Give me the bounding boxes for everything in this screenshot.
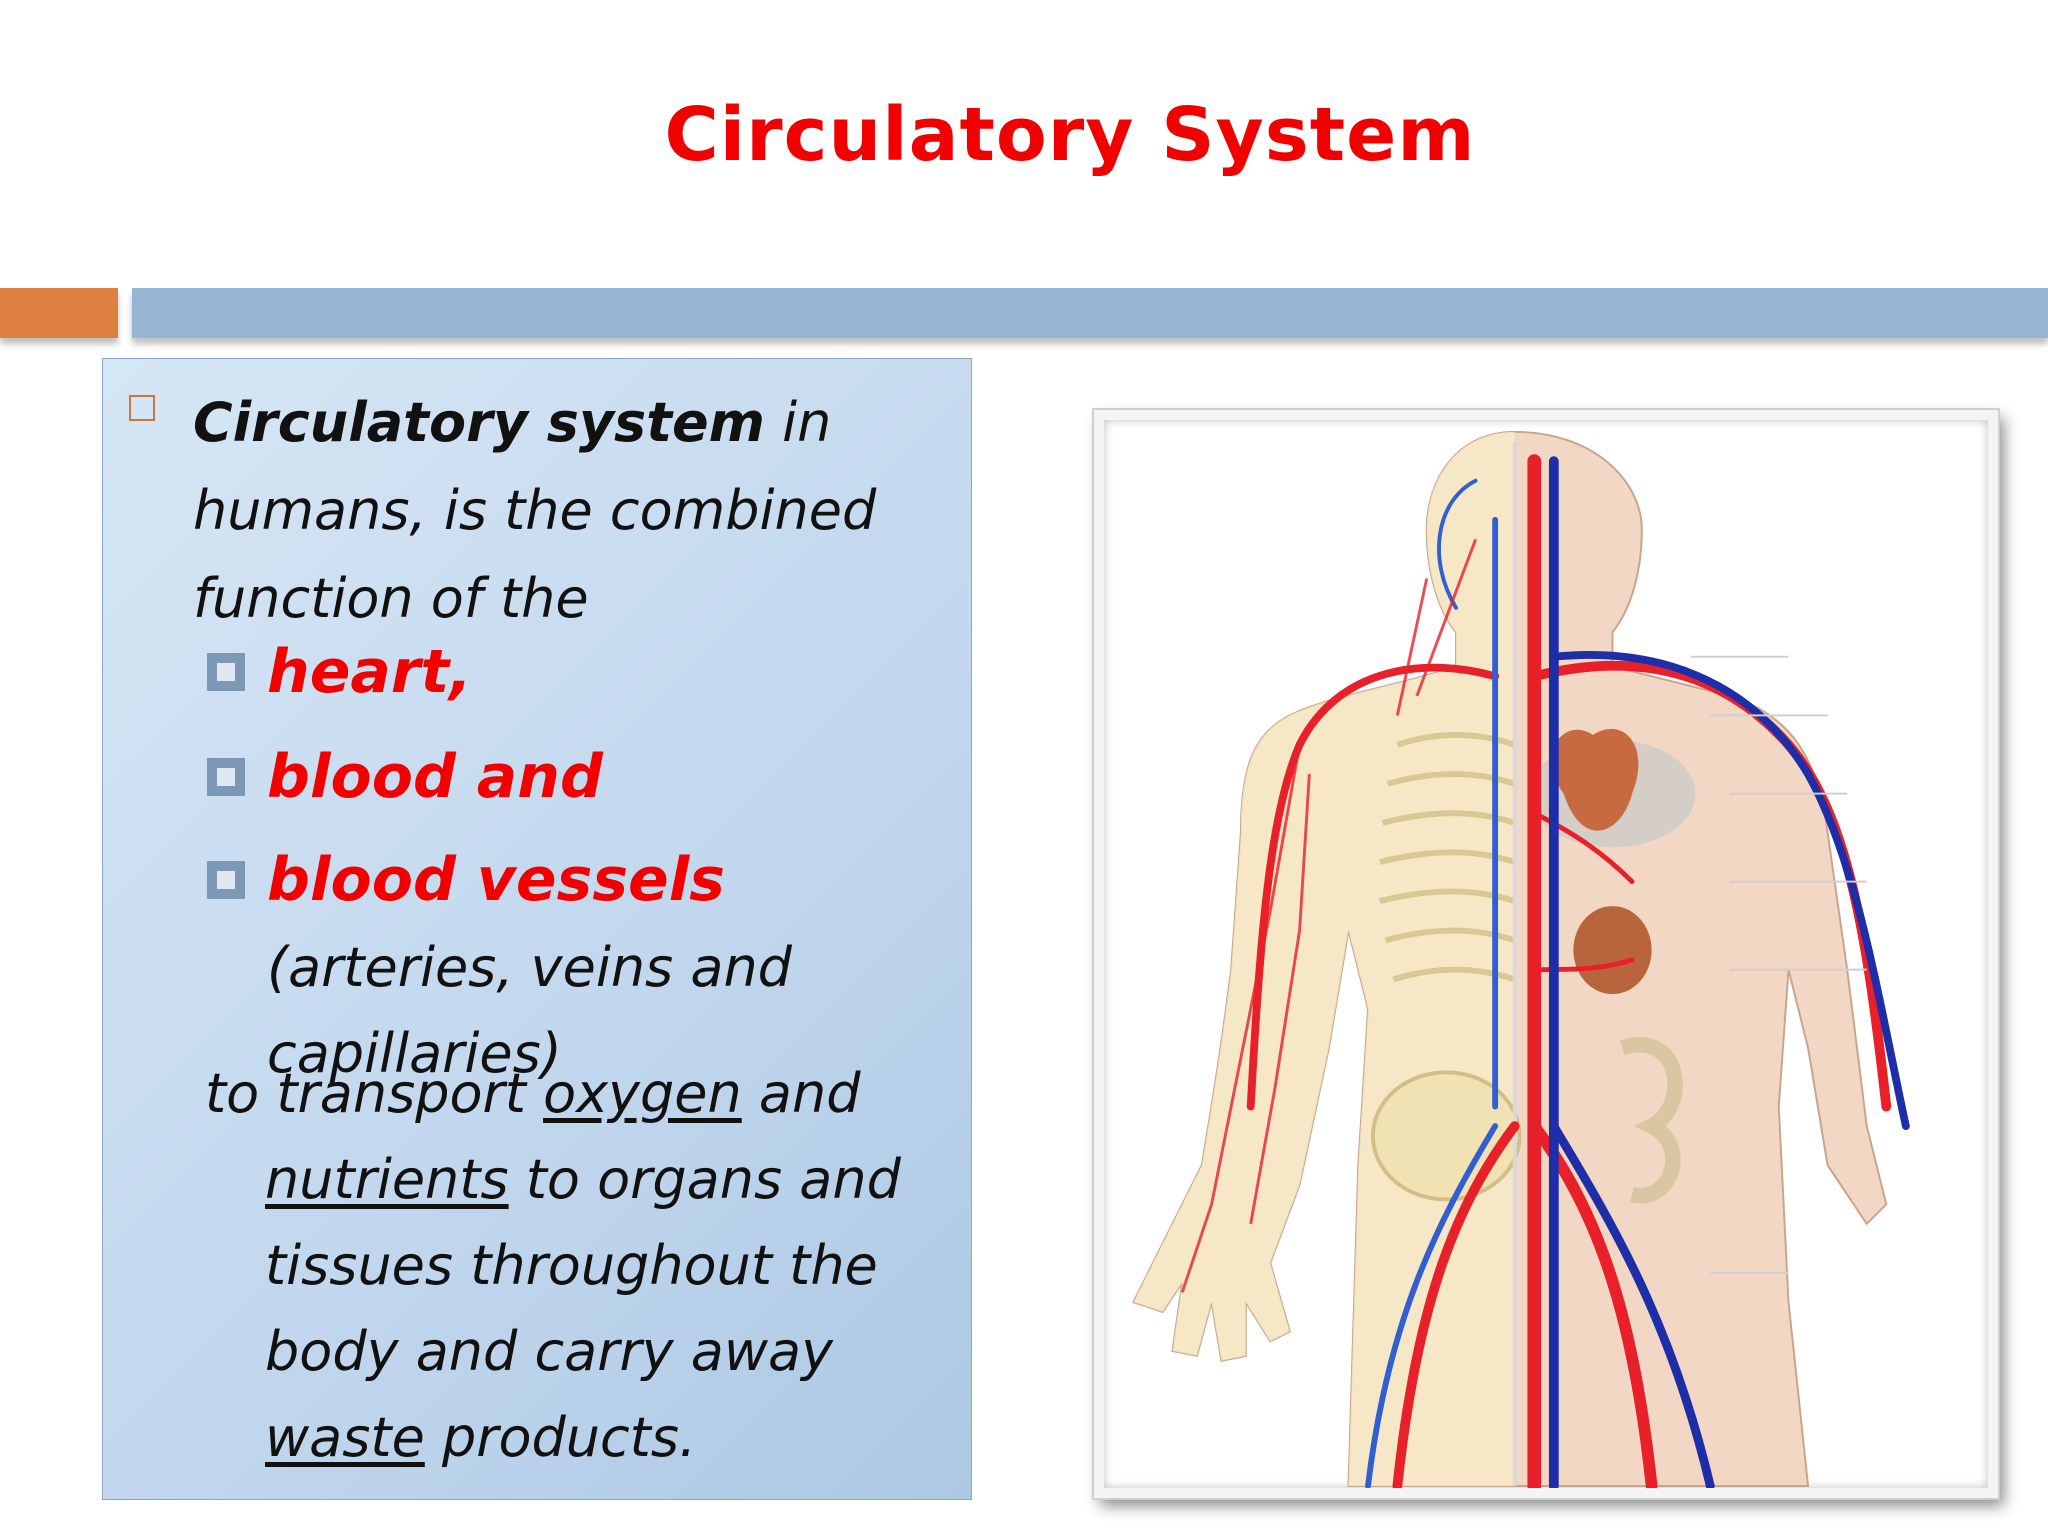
square-bullet-icon <box>207 758 245 796</box>
intro-bold-term: Circulatory system <box>193 391 765 454</box>
list-item-label: heart, <box>267 637 472 707</box>
intro-text: in humans, is the combined function of t… <box>193 391 877 630</box>
underlined-nutrients: nutrients <box>265 1148 509 1211</box>
list-item-label: blood and <box>267 742 603 812</box>
human-circulatory-system-illustration-icon <box>1131 430 1910 1488</box>
accent-bar-blue <box>132 288 2048 338</box>
text-panel: Circulatory system in humans, is the com… <box>102 358 972 1500</box>
intro-paragraph: Circulatory system in humans, is the com… <box>193 379 963 643</box>
underlined-waste: waste <box>265 1406 425 1469</box>
closing-paragraph: to transport oxygen and nutrients to org… <box>205 1062 901 1469</box>
square-bullet-icon <box>129 395 155 421</box>
slide-title: Circulatory System <box>664 92 1476 178</box>
underlined-oxygen: oxygen <box>543 1062 742 1125</box>
accent-bar-orange <box>0 288 118 338</box>
square-bullet-icon <box>207 861 245 899</box>
list-item-detail: (arteries, veins and capillaries) <box>267 936 792 1085</box>
square-bullet-icon <box>207 653 245 691</box>
circulatory-figure-frame <box>1094 410 1998 1498</box>
list-item-label: blood vessels <box>267 845 725 915</box>
